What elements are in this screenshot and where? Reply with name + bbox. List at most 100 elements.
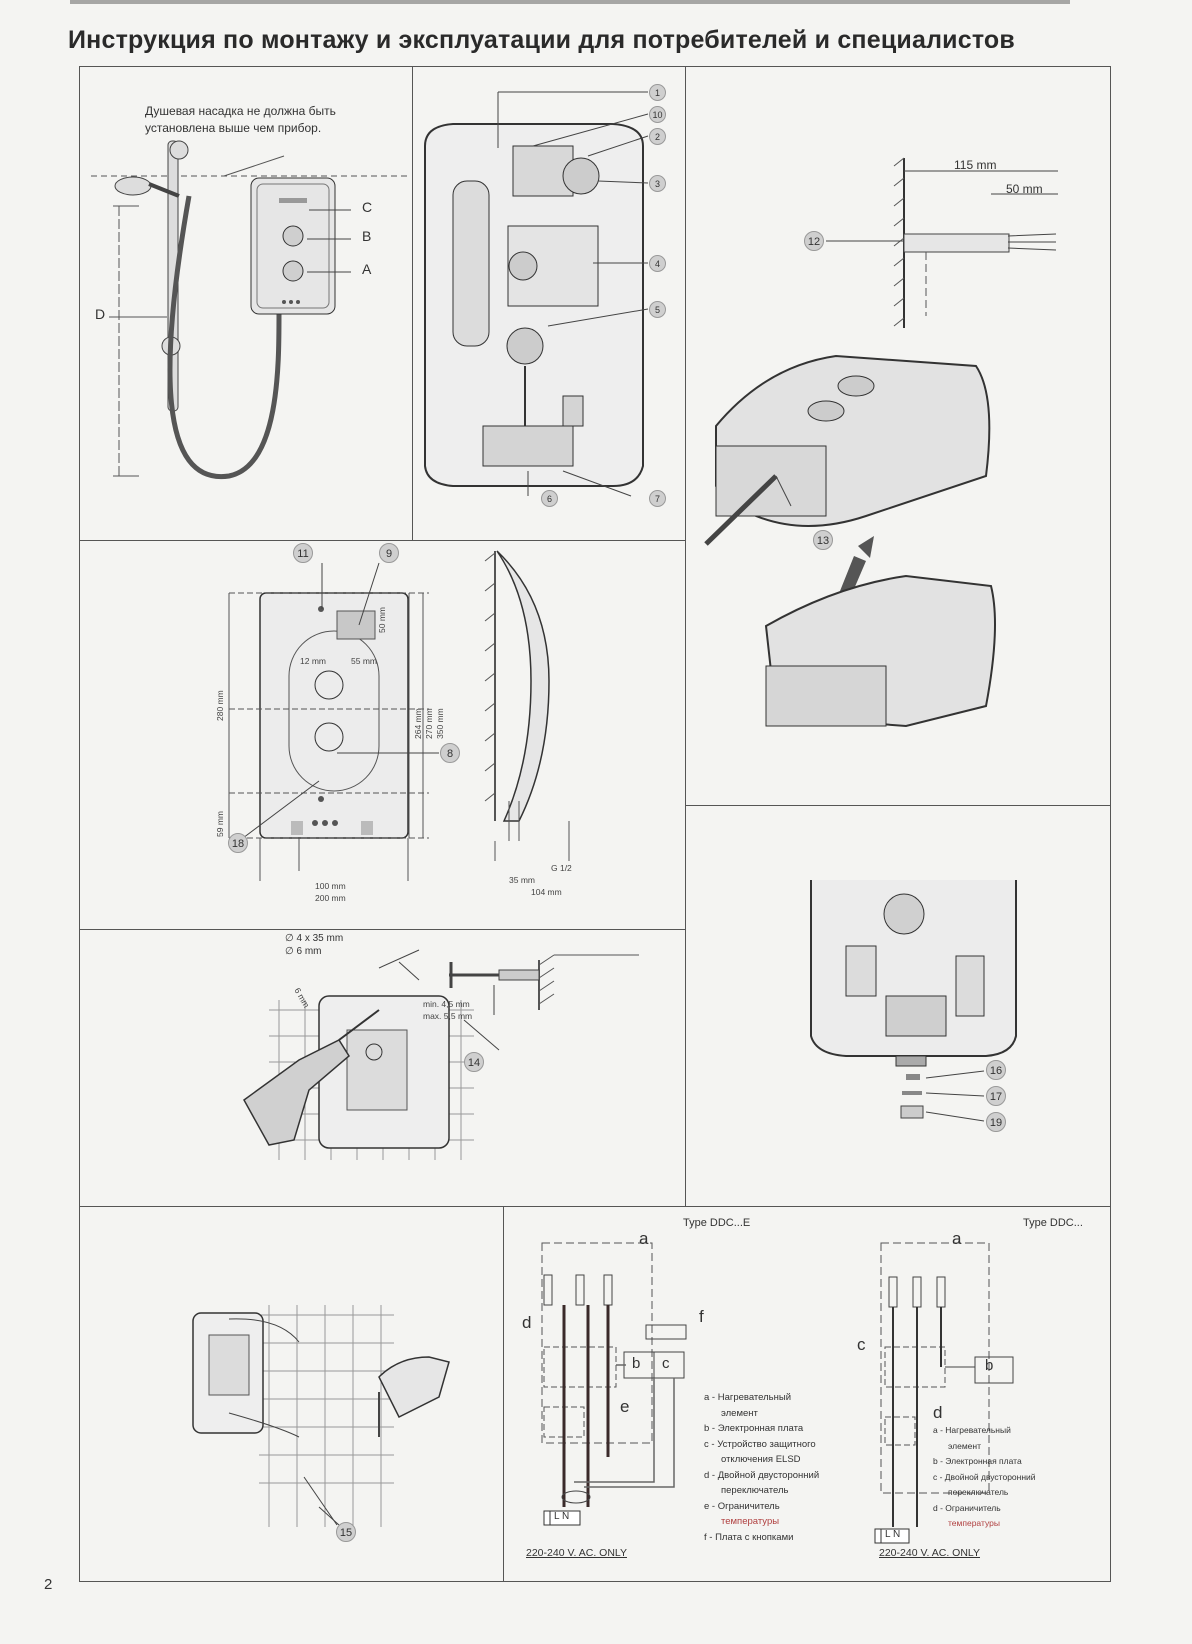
dim-g12: G 1/2 xyxy=(551,863,572,873)
dim-264mm: 264 mm xyxy=(413,708,423,739)
wiring-e-terminal: L N xyxy=(554,1511,570,1522)
cable-cover-drawing xyxy=(704,157,1058,728)
callout-16: 16 xyxy=(986,1060,1006,1080)
wiring-type: Type DDC... xyxy=(1023,1217,1083,1229)
wiring-a: a xyxy=(952,1229,962,1248)
panel-shower: Душевая насадка не должна быть установле… xyxy=(79,66,413,541)
wiring-d: d xyxy=(933,1403,943,1422)
wiring-e-voltage: 220-240 V. AC. ONLY xyxy=(526,1547,627,1559)
label-c: C xyxy=(362,199,373,215)
dim-270mm: 270 mm xyxy=(424,708,434,739)
wiring-legend-2: b - Электронная плата xyxy=(933,1456,1022,1466)
dim-35mm: 35 mm xyxy=(509,875,535,885)
panel-wiring: Type DDC... a b c d a - Нагревательный э… xyxy=(847,1207,1111,1582)
wiring-e-legend-1: элемент xyxy=(721,1407,758,1419)
bottom-connection-drawing xyxy=(810,880,1017,1122)
wiring-e-legend-9: f - Плата с кнопками xyxy=(704,1531,794,1543)
callout-15: 15 xyxy=(336,1522,356,1542)
screw-size: ∅ 4 x 35 mm xyxy=(285,933,344,944)
callout-9: 9 xyxy=(379,543,399,563)
cropped-top-text xyxy=(70,0,1130,6)
wiring-c: c xyxy=(857,1335,866,1354)
dim-50mm-v: 50 mm xyxy=(377,607,387,633)
drill-drawing xyxy=(243,949,639,1160)
callout-3: 3 xyxy=(649,175,666,192)
wiring-legend: a - Нагревательный элемент b - Электронн… xyxy=(933,1423,1036,1532)
wiring-e-type: Type DDC...E xyxy=(683,1217,751,1229)
wiring-e-legend-3: c - Устройство защитного xyxy=(704,1438,816,1450)
callout-7: 7 xyxy=(649,490,666,507)
dimensions-drawing xyxy=(228,550,570,881)
callout-4: 4 xyxy=(649,255,666,272)
wiring-e-legend-6: переключатель xyxy=(721,1485,789,1496)
panel-cable-cover: 115 mm 50 mm 12 13 xyxy=(686,66,1111,806)
wiring-e-b: b xyxy=(632,1355,641,1372)
panel-wiring-e: Type DDC...E a b c d e f a - Нагреватель… xyxy=(504,1207,847,1582)
label-b: B xyxy=(362,228,372,244)
dim-59mm: 59 mm xyxy=(215,811,225,837)
wiring-legend-6: температуры xyxy=(948,1518,1000,1528)
wiring-e-legend-2: b - Электронная плата xyxy=(704,1423,804,1434)
panel-dimensions: 11 9 8 18 12 mm 55 mm 50 mm 280 mm 264 m… xyxy=(79,541,686,930)
shower-note-line1: Душевая насадка не должна быть xyxy=(145,104,336,118)
wiring-legend-0: a - Нагревательный xyxy=(933,1425,1011,1435)
callout-19: 19 xyxy=(986,1112,1006,1132)
dim-12mm: 12 mm xyxy=(300,656,326,666)
wiring-legend-5: d - Ограничитель xyxy=(933,1502,1001,1513)
callout-13: 13 xyxy=(813,530,833,550)
wiring-e-legend-5: d - Двойной двусторонний xyxy=(704,1469,820,1481)
wiring-e-d: d xyxy=(522,1313,532,1332)
wiring-e-legend-7: e - Ограничитель xyxy=(704,1500,780,1512)
internal-drawing xyxy=(424,91,649,497)
callout-14: 14 xyxy=(464,1052,484,1072)
page-title: Инструкция по монтажу и эксплуатации для… xyxy=(68,26,1015,54)
panel-drill: ∅ 4 x 35 mm ∅ 6 mm 6 mm min. 4,5 mm max.… xyxy=(79,930,686,1207)
callout-11: 11 xyxy=(293,543,313,563)
panel-mounting: 15 xyxy=(79,1207,504,1582)
illustration-frame xyxy=(79,66,1111,1582)
wiring-e-f: f xyxy=(699,1307,704,1326)
shower-note-line2: установлена выше чем прибор. xyxy=(145,121,322,135)
callout-18: 18 xyxy=(228,833,248,853)
wiring-e-e: e xyxy=(620,1397,630,1416)
wiring-e-legend-0: a - Нагревательный xyxy=(704,1392,792,1403)
label-d: D xyxy=(95,306,106,322)
callout-17: 17 xyxy=(986,1086,1006,1106)
dim-50mm: 50 mm xyxy=(1006,182,1043,196)
screw-size-value: 4 x 35 mm xyxy=(296,933,344,944)
wiring-e-legend-4: отключения ELSD xyxy=(721,1454,801,1465)
bit-size-value: 6 mm xyxy=(296,946,322,957)
wiring-legend-4: переключатель xyxy=(948,1487,1009,1497)
dim-115mm: 115 mm xyxy=(954,158,997,172)
callout-10: 10 xyxy=(649,106,666,123)
panel-bottom-connection: 16 17 19 xyxy=(686,806,1111,1207)
callout-6: 6 xyxy=(541,490,558,507)
cropped-text-fragment xyxy=(70,0,1070,4)
dim-200mm: 200 mm xyxy=(315,893,346,903)
page-number: 2 xyxy=(44,1576,53,1593)
dim-100mm: 100 mm xyxy=(315,881,346,891)
label-a: A xyxy=(362,261,372,277)
wiring-legend-3: c - Двойной двусторонний xyxy=(933,1471,1036,1482)
wiring-voltage: 220-240 V. AC. ONLY xyxy=(879,1547,980,1559)
max-depth: max. 5,5 mm xyxy=(423,1011,473,1021)
callout-8: 8 xyxy=(440,743,460,763)
callout-1: 1 xyxy=(649,84,666,101)
dim-280mm: 280 mm xyxy=(215,690,225,721)
bit-size: ∅ 6 mm xyxy=(285,946,322,957)
callout-2: 2 xyxy=(649,128,666,145)
dim-55mm: 55 mm xyxy=(351,656,377,666)
dim-350mm: 350 mm xyxy=(435,708,445,739)
wiring-e-legend-8: температуры xyxy=(721,1516,780,1527)
panel-internal: 1 10 2 3 4 5 6 7 xyxy=(413,66,686,541)
callout-12: 12 xyxy=(804,231,824,251)
wiring-e-schematic xyxy=(541,1242,687,1526)
wiring-legend-1: элемент xyxy=(948,1440,981,1451)
min-depth: min. 4,5 mm xyxy=(423,999,470,1009)
wiring-schematic xyxy=(874,1242,1014,1544)
dim-104mm: 104 mm xyxy=(531,887,562,897)
wiring-b: b xyxy=(985,1357,994,1374)
wiring-e-legend: a - Нагревательный элемент b - Электронн… xyxy=(704,1390,819,1545)
wiring-e-a: a xyxy=(639,1229,649,1248)
mounting-drawing xyxy=(192,1305,450,1527)
